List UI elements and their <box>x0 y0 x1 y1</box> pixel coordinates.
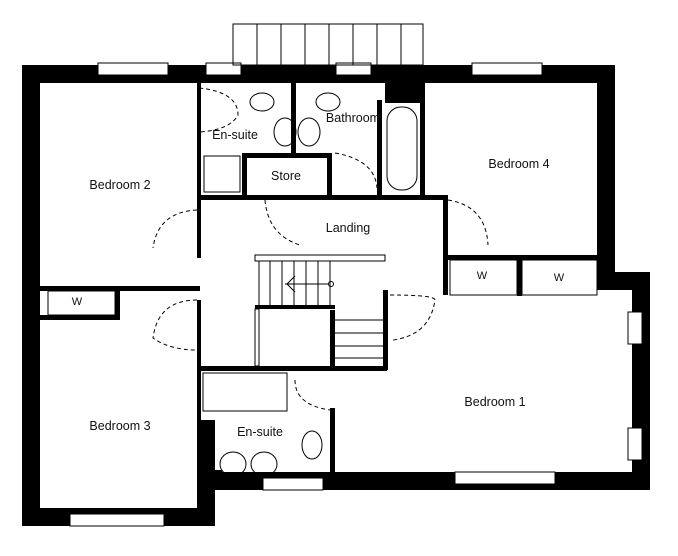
shower-tray <box>203 155 241 193</box>
room-label-landing: Landing <box>325 221 371 235</box>
toilet <box>301 430 323 460</box>
staircase <box>254 254 386 367</box>
toilet <box>315 92 341 112</box>
wardrobe <box>47 290 116 316</box>
wardrobe <box>449 259 518 296</box>
wardrobe <box>521 259 598 296</box>
wardrobe-label: W <box>71 296 83 308</box>
bath <box>202 372 288 412</box>
basin <box>219 451 247 477</box>
windows <box>69 62 643 527</box>
room-label-ensuite-bottom: En-suite <box>237 425 283 439</box>
room-label-bedroom-1: Bedroom 1 <box>464 395 526 409</box>
wardrobe-label: W <box>553 272 565 284</box>
room-label-store: Store <box>271 169 301 183</box>
toilet <box>249 92 275 112</box>
door-swings <box>152 87 489 411</box>
basin <box>250 451 278 477</box>
balcony-railing <box>232 23 424 66</box>
bathtub <box>386 106 418 191</box>
room-label-bathroom: Bathroom <box>325 111 381 125</box>
wardrobe-label: W <box>476 270 488 282</box>
fixtures <box>47 92 598 477</box>
basin <box>297 117 321 147</box>
room-label-bedroom-3: Bedroom 3 <box>89 419 151 433</box>
basin <box>273 117 297 147</box>
room-label-bedroom-4: Bedroom 4 <box>488 157 550 171</box>
room-label-bedroom-2: Bedroom 2 <box>89 178 151 192</box>
room-label-ensuite-top: En-suite <box>212 128 258 142</box>
